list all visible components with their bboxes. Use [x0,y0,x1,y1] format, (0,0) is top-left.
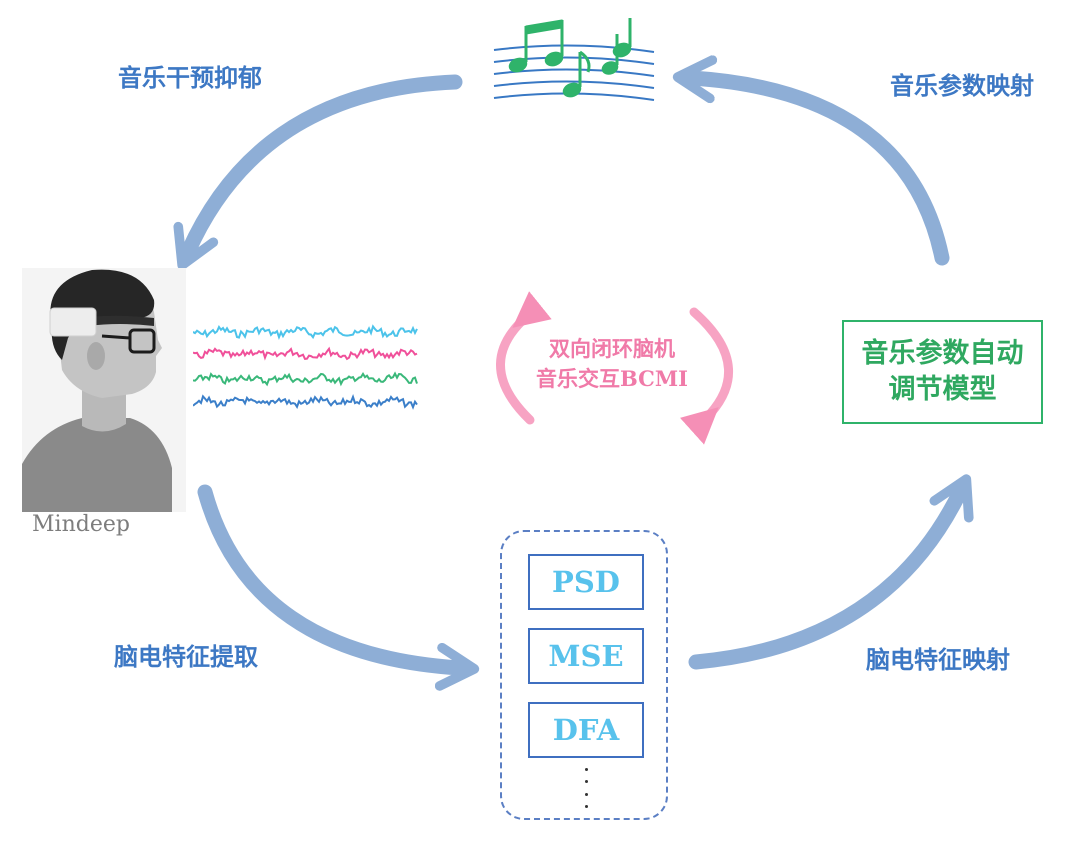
arrow-features-to-model [688,474,974,670]
feature-mse: MSE [528,628,644,684]
person-caption: Mindeep [32,512,130,537]
label-music-intervention: 音乐干预抑郁 [118,63,262,92]
eeg-feature-group: PSD MSE DFA [500,530,668,820]
bcmi-line2: 音乐交互BCMI [536,366,688,391]
eeg-wave-pink [193,346,418,361]
bcmi-line1: 双向闭环脑机 [549,336,675,361]
arrow-person-to-features [197,484,480,691]
label-eeg-feature-extraction: 脑电特征提取 [114,642,258,671]
eeg-wave-green [193,371,418,387]
feature-dfa: DFA [528,702,644,758]
bcmi-center-label: 双向闭环脑机 音乐交互BCMI [512,334,712,394]
eeg-wave-cyan [193,324,418,340]
music-param-model-box: 音乐参数自动 调节模型 [842,320,1043,424]
person-with-eeg-headband-icon [22,268,186,512]
model-line1: 音乐参数自动 [861,338,1024,369]
music-notes-staff-icon [493,18,655,101]
arrow-model-to-music [672,55,950,266]
model-line2: 调节模型 [888,374,997,405]
label-music-param-mapping: 音乐参数映射 [890,71,1034,100]
label-eeg-feature-mapping: 脑电特征映射 [866,645,1010,674]
more-features-ellipsis [580,768,592,808]
circular-arrows-icon [496,291,734,445]
feature-psd: PSD [528,554,644,610]
eeg-waveform-icon [193,324,418,410]
arrow-music-to-person [173,74,463,270]
eeg-wave-blue [193,393,418,410]
